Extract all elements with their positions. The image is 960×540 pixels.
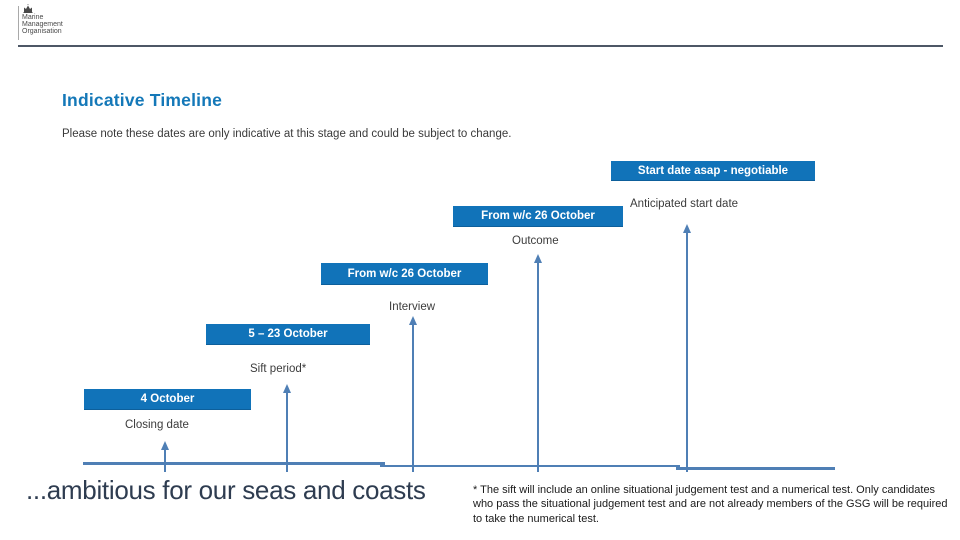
up-arrow-start-date: [682, 224, 691, 472]
up-arrow-sift-period: [282, 384, 291, 472]
page-subtitle: Please note these dates are only indicat…: [62, 128, 512, 140]
milestone-label-closing-date: Closing date: [125, 419, 189, 431]
arrow-shaft: [285, 392, 288, 472]
milestone-box-start-date: Start date asap - negotiable: [611, 161, 815, 181]
page-title: Indicative Timeline: [62, 90, 223, 110]
logo-line-3: Organisation: [22, 28, 62, 36]
logo-line-1: Marine: [22, 14, 44, 21]
tagline: ...ambitious for our seas and coasts: [26, 475, 426, 505]
crown-icon: [23, 4, 33, 13]
logo-text: Marine Management Organisation: [22, 14, 63, 36]
milestone-label-interview: Interview: [389, 301, 436, 313]
up-arrow-closing-date: [160, 441, 169, 472]
up-arrow-outcome: [533, 254, 542, 472]
arrow-shaft: [163, 449, 166, 472]
milestone-label-outcome: Outcome: [512, 235, 559, 247]
timeline-baseline: [676, 467, 835, 470]
arrow-shaft: [411, 324, 414, 472]
milestone-box-sift-period: 5 – 23 October: [206, 324, 370, 345]
arrow-head-icon: [160, 441, 169, 450]
arrow-head-icon: [533, 254, 542, 263]
arrow-shaft: [685, 232, 688, 472]
arrow-shaft: [536, 262, 539, 472]
up-arrow-interview: [408, 316, 417, 472]
logo-divider: [18, 6, 19, 40]
arrow-head-icon: [682, 224, 691, 233]
header-rule: [18, 45, 943, 47]
milestone-box-outcome: From w/c 26 October: [453, 206, 623, 227]
milestone-label-start-date: Anticipated start date: [630, 198, 739, 210]
footnote: * The sift will include an online situat…: [473, 484, 948, 525]
milestone-box-interview: From w/c 26 October: [321, 263, 488, 285]
timeline-baseline: [83, 462, 385, 465]
logo-line-2: Management: [22, 21, 63, 29]
timeline-baseline: [380, 464, 680, 467]
milestone-box-closing-date: 4 October: [84, 389, 251, 410]
arrow-head-icon: [282, 384, 291, 393]
milestone-label-sift-period: Sift period*: [250, 363, 307, 375]
arrow-head-icon: [408, 316, 417, 325]
